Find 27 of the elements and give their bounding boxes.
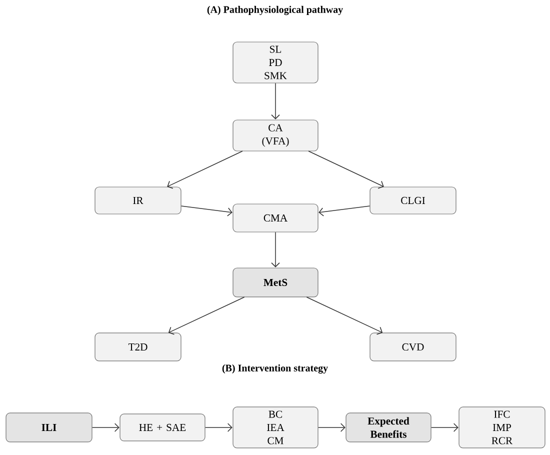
process-box: IFC IMP RCR: [458, 406, 546, 448]
arrow: [306, 296, 383, 335]
arrow: [308, 150, 384, 189]
process-box: CMA: [232, 204, 318, 232]
process-box: IR: [94, 186, 182, 214]
process-box: MetS: [232, 268, 318, 298]
panel-title: (B) Intervention strategy: [222, 364, 328, 374]
process-box: BC IEA CM: [232, 406, 318, 448]
arrow: [271, 232, 280, 268]
arrow: [168, 296, 245, 335]
process-box: SL PD SMK: [232, 42, 318, 84]
arrow: [204, 423, 232, 432]
arrow: [430, 423, 458, 432]
panel-title: (A) Pathophysiological pathway: [207, 6, 343, 16]
process-box: CA (VFA): [232, 120, 318, 152]
arrow: [318, 423, 346, 432]
arrow: [92, 423, 120, 432]
arrow: [318, 206, 370, 216]
process-box: ILI: [6, 412, 92, 442]
process-box: CLGI: [370, 186, 456, 214]
arrow: [271, 82, 280, 120]
process-box: HE + SAE: [120, 414, 206, 442]
arrow: [180, 206, 232, 216]
arrow: [167, 150, 243, 189]
process-box: T2D: [94, 332, 182, 362]
process-box: CVD: [370, 332, 456, 362]
process-box: Expected Benefits: [346, 412, 432, 442]
